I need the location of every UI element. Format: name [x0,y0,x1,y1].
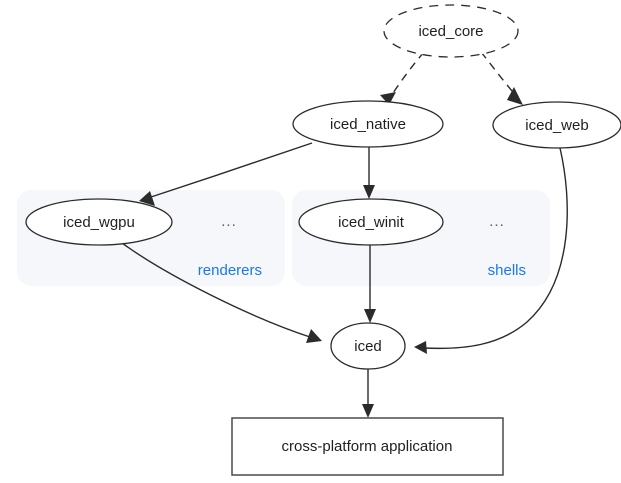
edge-wgpu-to-iced [121,242,322,343]
node-iced-core-label: iced_core [418,23,483,40]
node-iced-shape[interactable] [330,322,406,370]
node-iced-wgpu-label: iced_wgpu [63,214,135,231]
edge-winit-to-iced [364,245,376,323]
node-application-shape[interactable] [231,417,504,476]
node-iced-native-shape[interactable] [292,100,444,148]
edge-native-to-winit-arrowhead [363,185,375,199]
edge-wgpu-to-iced-line [121,242,314,339]
edge-web-to-iced-line [422,147,568,350]
edge-web-to-iced-arrowhead [414,341,427,354]
node-iced[interactable]: iced [330,322,406,370]
edge-native-to-wgpu [139,142,313,206]
node-group: iced_core iced_native iced_web iced_wgpu… [25,4,621,476]
edge-native-to-winit [363,147,375,199]
cluster-shells-ellipsis: ... [489,213,505,230]
edge-core-to-native [380,51,425,105]
edge-iced-to-application-arrowhead [362,404,374,418]
node-iced-web-label: iced_web [525,117,588,134]
node-iced-core-shape[interactable] [383,4,519,58]
edge-native-to-wgpu-arrowhead [139,191,155,206]
edge-winit-to-iced-arrowhead [364,309,376,323]
node-iced-native-label: iced_native [330,116,406,133]
cluster-renderers-ellipsis: ... [221,213,237,230]
edge-group [121,51,568,418]
node-iced-native[interactable]: iced_native [292,100,444,148]
cluster-renderers-label: renderers [198,262,262,279]
node-iced-label: iced [354,338,382,355]
edge-web-to-iced [414,147,568,354]
edge-core-to-web-arrowhead [507,87,523,105]
edge-core-to-web [480,51,523,105]
edge-core-to-native-line [390,51,425,97]
cluster-shells-label: shells [488,262,526,279]
node-iced-wgpu[interactable]: iced_wgpu [25,198,173,246]
edge-wgpu-to-iced-arrowhead [306,329,322,343]
edge-core-to-native-arrowhead [380,92,396,105]
node-iced-core[interactable]: iced_core [383,4,519,58]
node-application[interactable]: cross-platform application [231,417,504,476]
edge-core-to-web-line [480,51,518,98]
edge-native-to-wgpu-line [147,142,313,199]
node-iced-web-shape[interactable] [492,101,621,149]
node-iced-winit-shape[interactable] [298,198,444,246]
node-iced-web[interactable]: iced_web [492,101,621,149]
node-iced-winit-label: iced_winit [338,214,405,231]
node-iced-wgpu-shape[interactable] [25,198,173,246]
node-application-label: cross-platform application [282,438,453,455]
edge-iced-to-application [362,369,374,418]
node-iced-winit[interactable]: iced_winit [298,198,444,246]
